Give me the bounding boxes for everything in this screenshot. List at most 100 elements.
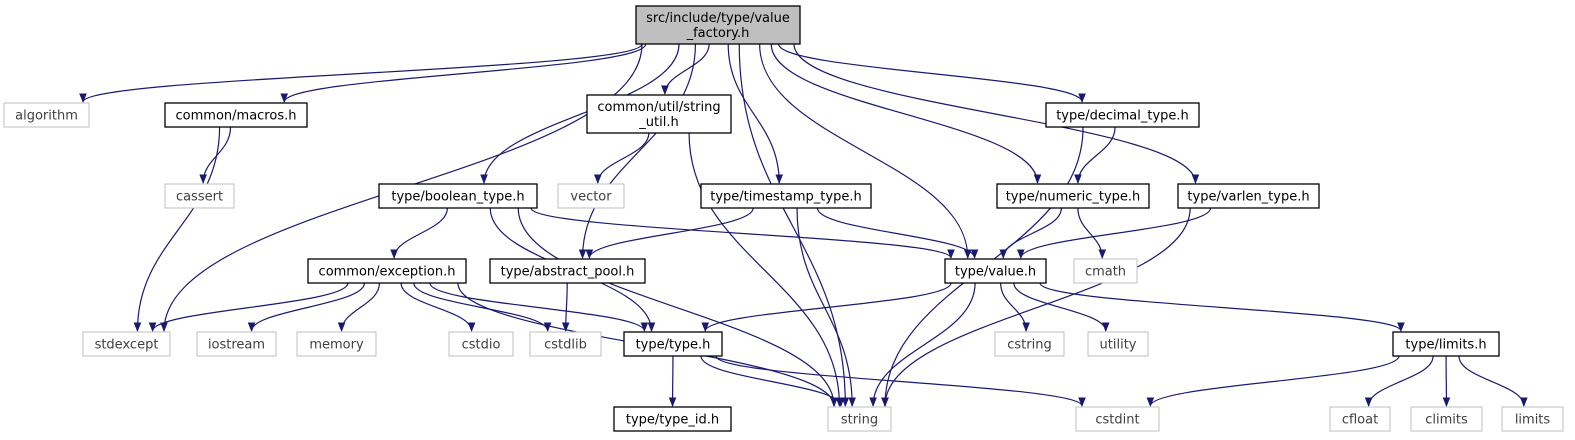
node-numeric-type[interactable]: type/numeric_type.h [996, 183, 1150, 209]
node-label: iostream [208, 338, 265, 353]
node-label: common/macros.h [176, 109, 297, 124]
edge-exception-to-cstdio [400, 282, 476, 332]
edge-varlen_type-to-string [881, 207, 1191, 407]
node-box [1177, 183, 1320, 209]
edge-value-to-limits_h [1039, 282, 1405, 332]
node-box [3, 102, 90, 128]
node-value[interactable]: type/value.h [944, 258, 1047, 284]
node-boolean-type[interactable]: type/boolean_type.h [378, 183, 538, 209]
node-label: vector [570, 190, 612, 205]
node-value-factory[interactable]: src/include/type/value_factory.h [635, 5, 801, 45]
node-label: src/include/type/value [646, 11, 790, 26]
edge-exception-to-type [429, 282, 649, 332]
edge-abstract_pool-to-cstdlib [561, 282, 570, 332]
edge-value-to-type [701, 282, 952, 332]
edge-value_factory-to-macros [280, 43, 647, 103]
edge-limits_h-to-cfloat [1364, 355, 1434, 407]
node-label: memory [309, 338, 364, 353]
node-box [1075, 406, 1160, 432]
node-box [944, 258, 1047, 284]
edge-value_factory-to-algorithm [79, 43, 643, 103]
node-label: utility [1100, 338, 1137, 353]
node-box [996, 183, 1150, 209]
edge-exception-to-memory [337, 282, 381, 332]
node-box [307, 258, 467, 284]
node-box [489, 258, 646, 284]
node-box [378, 183, 538, 209]
edge-value-to-cstring [1000, 282, 1030, 332]
node-label: type/type_id.h [626, 413, 719, 428]
node-climits: climits [1410, 406, 1483, 432]
node-cstring: cstring [994, 331, 1065, 357]
edge-varlen_type-to-value [1017, 207, 1212, 259]
node-timestamp-type[interactable]: type/timestamp_type.h [700, 183, 872, 209]
edge-timestamp_type-to-value [816, 207, 979, 259]
node-label: cstdio [462, 338, 501, 353]
edge-macros-to-stdexcept [133, 126, 221, 332]
edge-value-to-string [869, 282, 976, 407]
node-label: cstdint [1095, 413, 1139, 428]
node-label: type/boolean_type.h [391, 190, 524, 205]
node-vector: vector [557, 183, 625, 209]
node-type[interactable]: type/type.h [623, 331, 723, 357]
edge-value-to-utility [1013, 282, 1110, 332]
node-memory: memory [296, 331, 377, 357]
node-box [1410, 406, 1483, 432]
node-macros[interactable]: common/macros.h [164, 102, 308, 128]
edge-value_factory-to-value [759, 43, 972, 259]
node-utility: utility [1087, 331, 1149, 357]
node-cassert: cassert [164, 183, 235, 209]
node-box [586, 94, 732, 134]
node-box [1073, 258, 1138, 284]
node-box [827, 406, 892, 432]
node-label: type/abstract_pool.h [501, 265, 635, 280]
edge-exception-to-stdexcept [148, 282, 349, 332]
node-algorithm: algorithm [3, 102, 90, 128]
edge-type-to-string [700, 355, 845, 407]
node-box [529, 331, 602, 357]
edge-value_factory-to-abstract_pool [578, 43, 697, 259]
edge-limits_h-to-limits [1458, 355, 1528, 407]
edge-value_factory-to-boolean_type [480, 43, 680, 184]
node-label: type/varlen_type.h [1187, 190, 1309, 205]
node-stdexcept: stdexcept [82, 331, 171, 357]
node-label: type/limits.h [1405, 338, 1486, 353]
node-decimal-type[interactable]: type/decimal_type.h [1045, 102, 1200, 128]
node-label: string [841, 413, 878, 428]
node-label: type/type.h [636, 338, 711, 353]
node-box [448, 331, 514, 357]
node-string-util[interactable]: common/util/string_util.h [586, 94, 732, 134]
node-label: cstring [1007, 338, 1051, 353]
node-label: cstdlib [544, 338, 587, 353]
node-box [164, 183, 235, 209]
edge-value_factory-to-numeric_type [770, 43, 1042, 184]
node-label: type/decimal_type.h [1056, 109, 1189, 124]
node-label: common/exception.h [319, 265, 456, 280]
edge-boolean_type-to-value [530, 207, 955, 259]
edge-boolean_type-to-string [517, 207, 838, 407]
node-abstract-pool[interactable]: type/abstract_pool.h [489, 258, 646, 284]
node-varlen-type[interactable]: type/varlen_type.h [1177, 183, 1320, 209]
edge-value_factory-to-timestamp_type [727, 43, 784, 184]
node-cstdlib: cstdlib [529, 331, 602, 357]
node-cstdio: cstdio [448, 331, 514, 357]
node-box [994, 331, 1065, 357]
node-type-id[interactable]: type/type_id.h [613, 406, 732, 432]
node-box [82, 331, 171, 357]
node-label: _util.h [638, 115, 678, 130]
node-label: type/value.h [955, 265, 1036, 280]
node-exception[interactable]: common/exception.h [307, 258, 467, 284]
node-box [613, 406, 732, 432]
edge-type-to-cstdint [715, 355, 1086, 407]
edge-numeric_type-to-value [999, 207, 1062, 259]
node-label: limits [1515, 413, 1551, 428]
edge-value_factory-to-string_util [661, 43, 710, 95]
node-box [164, 102, 308, 128]
node-limits-h[interactable]: type/limits.h [1392, 331, 1500, 357]
edge-timestamp_type-to-abstract_pool [585, 207, 754, 259]
node-box [635, 5, 801, 45]
node-label: cmath [1085, 265, 1126, 280]
node-label: climits [1425, 413, 1468, 428]
node-label: cassert [176, 190, 223, 205]
